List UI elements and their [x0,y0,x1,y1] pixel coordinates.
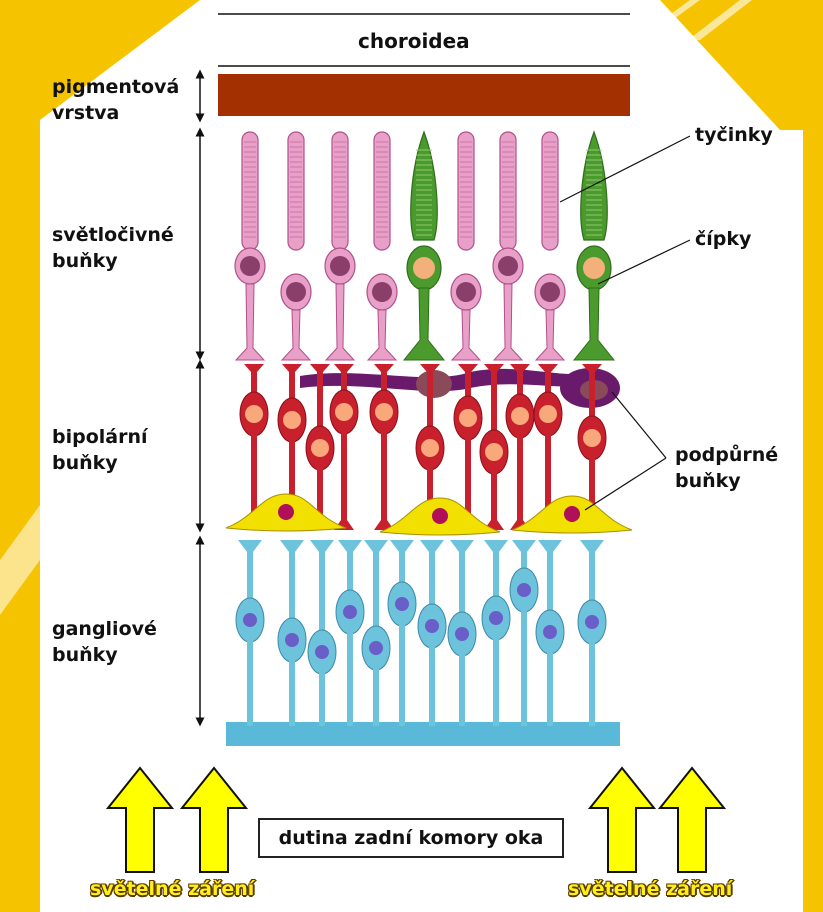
support-pointer-2 [585,458,666,510]
light-arrow-icon [590,768,654,872]
ganglion-label-line2: buňky [52,642,222,668]
photoreceptor-label-line1: světločivné [52,222,222,248]
ganglion-cell [336,540,364,726]
cavity-label: dutina zadní komory oka [258,818,564,858]
bipolar-cell [506,364,534,530]
photoreceptor-layer-label: světločivné buňky [52,222,222,274]
light-arrow-icon [660,768,724,872]
ganglion-cell [536,540,564,726]
amacrine-support-cell [226,494,346,531]
rod-cell [493,132,523,360]
support-pointer-1 [612,392,666,458]
bipolar-layer-label: bipolární buňky [52,424,222,476]
ganglion-cell [278,540,306,726]
light-label-right: světelné záření [568,878,732,900]
cones-pointer [598,240,690,284]
photoreceptor-label-line2: buňky [52,248,222,274]
pigment-label-line1: pigmentová [52,74,222,100]
bipolar-cell [370,364,398,530]
horizontal-cell-nucleus [416,370,452,398]
light-arrow-icon [182,768,246,872]
ganglion-cell [388,540,416,726]
cones-label: čípky [695,226,751,252]
support-label-line1: podpůrné [675,442,778,468]
amacrine-support-cell [512,496,632,533]
ganglion-cell [362,540,390,726]
rod-cell [235,132,265,360]
pigment-layer [218,74,630,116]
ganglion-cell [578,540,606,726]
light-arrow-icon [108,768,172,872]
bipolar-label-line1: bipolární [52,424,222,450]
ganglion-cell [236,540,264,726]
bipolar-label-line2: buňky [52,450,222,476]
support-label-line2: buňky [675,468,778,494]
ganglion-cell [418,540,446,726]
cone-cell [574,132,614,360]
ganglion-cell [308,540,336,726]
light-label-left: světelné záření [90,878,254,900]
rods-label: tyčinky [695,122,773,148]
ganglion-layer-label: gangliové buňky [52,616,222,668]
amacrine-support-cell [380,498,500,535]
rod-cell [367,132,397,360]
ganglion-cell [448,540,476,726]
pigment-layer-label: pigmentová vrstva [52,74,222,126]
cone-cell [404,132,444,360]
rod-cell [281,132,311,360]
ganglion-label-line1: gangliové [52,616,222,642]
ganglion-cell [482,540,510,726]
support-cells-label: podpůrné buňky [675,442,778,494]
choroid-label: choroidea [358,28,470,54]
rod-cell [535,132,565,360]
ganglion-cell [510,540,538,726]
rods-pointer [560,136,690,202]
rod-cell [325,132,355,360]
bipolar-cell [480,364,508,530]
rod-cell [451,132,481,360]
nerve-fiber-layer [226,722,620,746]
pigment-label-line2: vrstva [52,100,222,126]
